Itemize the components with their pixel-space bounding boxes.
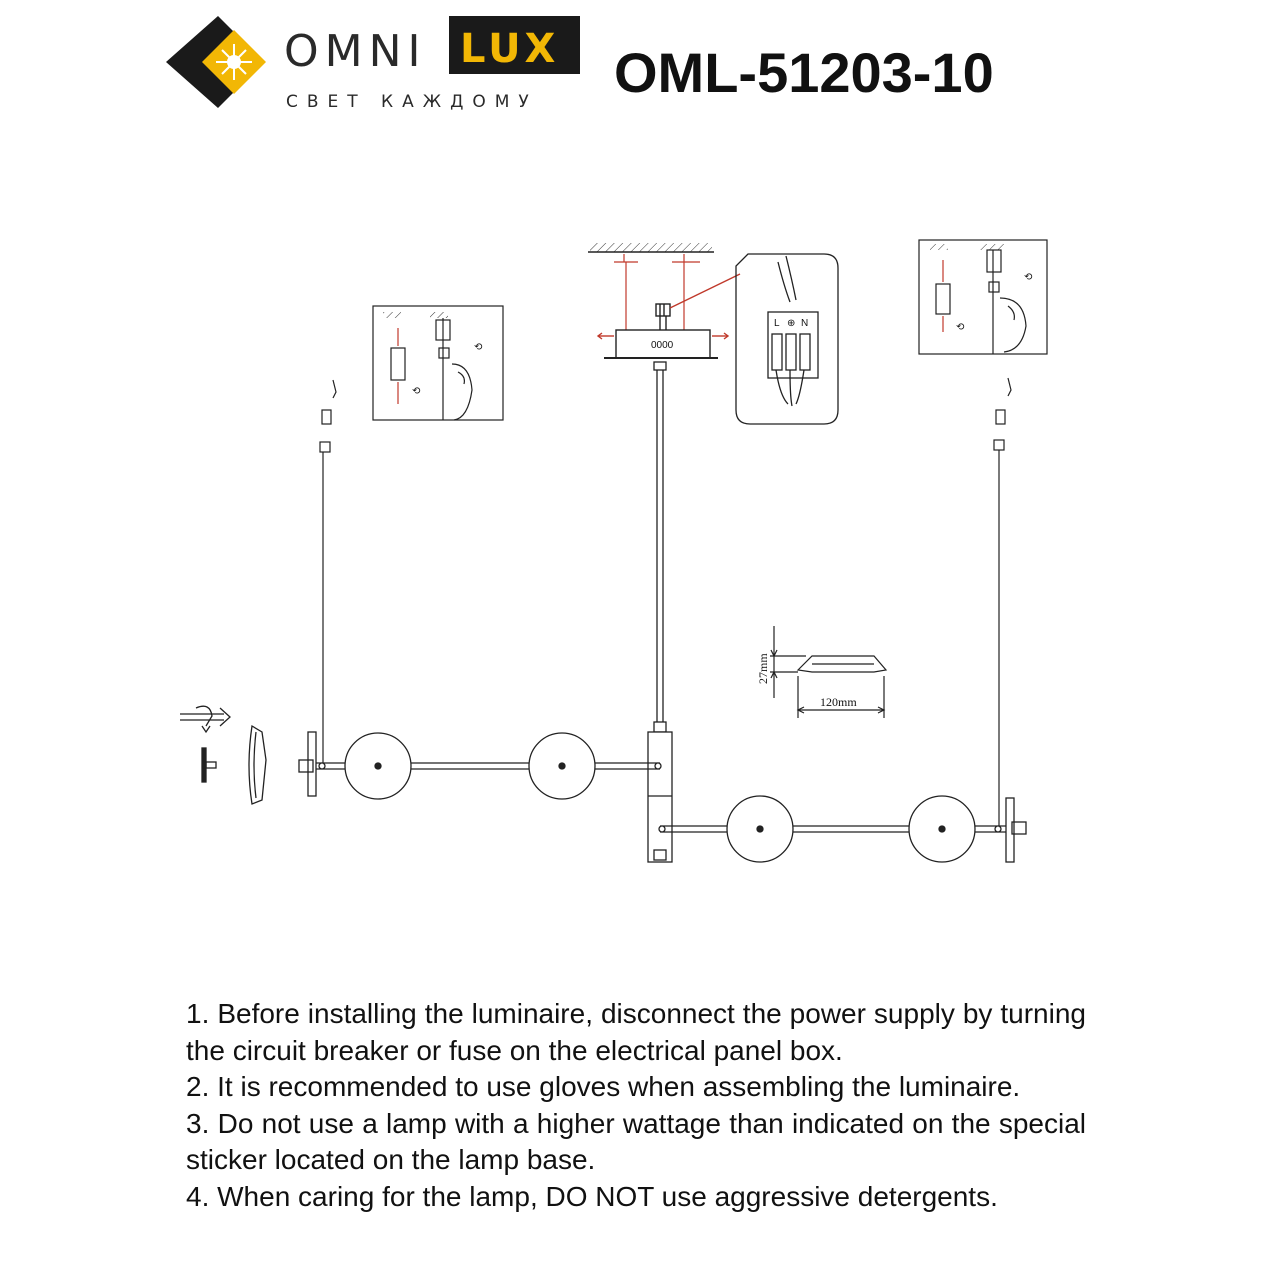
- left-suspension-cable: [319, 379, 337, 768]
- instruction-item: 4. When caring for the lamp, DO NOT use …: [186, 1180, 998, 1212]
- left-mount-detail: ⟲ ⟲: [372, 305, 504, 421]
- brand-name: OMNI: [284, 26, 427, 77]
- sun-icon: [216, 44, 252, 80]
- right-suspension-cable: [993, 377, 1012, 826]
- ceiling-surface: [590, 243, 712, 252]
- brand-tagline: СВЕТ КАЖДОМУ: [286, 92, 538, 112]
- screw-direction-icon: [180, 705, 231, 734]
- height-dimension-label: 27mm: [756, 653, 770, 684]
- instruction-item: 2. It is recommended to use gloves when …: [186, 1071, 1021, 1102]
- rotate-icon: ⟲: [412, 386, 421, 397]
- wire-connector-icon: [655, 303, 671, 330]
- model-number: OML-51203-10: [614, 41, 994, 104]
- brand-accent-box: [449, 16, 580, 74]
- terminal-label-n: N: [801, 318, 808, 329]
- terminal-label-earth: ⊕: [787, 318, 795, 329]
- central-housing: [647, 731, 673, 863]
- instruction-item: 1. Before installing the luminaire, disc…: [186, 998, 1086, 1066]
- instruction-item: 3. Do not use a lamp with a higher watta…: [186, 1107, 1086, 1176]
- assembly-parts: [180, 705, 267, 805]
- central-suspension-rod: [647, 361, 673, 863]
- brand-name-accent: LUX: [460, 26, 559, 72]
- lower-lamp-arm: [658, 795, 1027, 863]
- terminal-block: [767, 311, 819, 379]
- canopy-dimension-detail: [770, 626, 888, 718]
- ceiling-canopy: 0000: [588, 243, 741, 359]
- upper-lamp-arm: [298, 731, 662, 800]
- width-dimension-label: 120mm: [820, 695, 857, 709]
- rotate-icon: ⟲: [1024, 272, 1033, 283]
- brand-logo: OMNI LUX СВЕТ КАЖДОМУ: [166, 16, 580, 112]
- right-mount-detail: ⟲ ⟲: [918, 239, 1048, 355]
- end-cap-part: [248, 724, 267, 805]
- rotate-icon: ⟲: [474, 342, 483, 353]
- connector-label: 0000: [651, 340, 674, 351]
- safety-instructions: 1. Before installing the luminaire, disc…: [186, 996, 1086, 1215]
- rotate-icon: ⟲: [956, 322, 965, 333]
- terminal-label-l: L: [774, 318, 780, 329]
- wiring-detail-callout: L ⊕ N: [735, 253, 839, 425]
